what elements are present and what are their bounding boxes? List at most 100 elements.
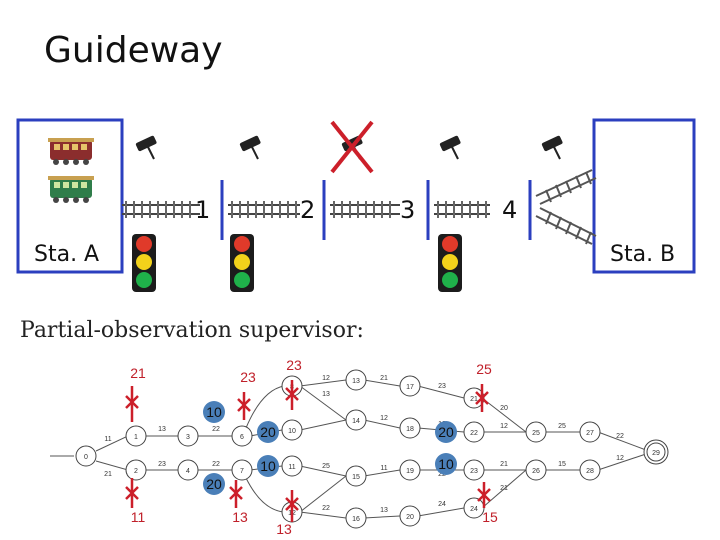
state-label: 2 bbox=[134, 468, 138, 475]
train-red-icon bbox=[48, 138, 94, 165]
camera-icon-1 bbox=[135, 135, 157, 160]
state-label: 24 bbox=[470, 506, 478, 513]
edge-label: 11 bbox=[380, 465, 387, 472]
state-label: 18 bbox=[406, 426, 414, 433]
traffic-light-icon-2 bbox=[230, 234, 254, 292]
camera-disabled-x-icon bbox=[330, 120, 374, 174]
edge-label: 11 bbox=[104, 436, 111, 443]
state-label: 26 bbox=[532, 468, 540, 475]
state-label: 21 bbox=[470, 396, 478, 403]
event-label-blue: 10 bbox=[206, 404, 222, 420]
state-22 bbox=[463, 421, 485, 443]
traffic-light-icon-1 bbox=[132, 234, 156, 292]
edge-label: 24 bbox=[438, 501, 446, 508]
edge-label: 21 bbox=[500, 485, 508, 492]
event-label-red: 11 bbox=[131, 509, 146, 525]
state-1 bbox=[125, 425, 147, 447]
segment-label-2: 2 bbox=[300, 196, 316, 224]
state-label: 0 bbox=[84, 454, 88, 461]
state-19 bbox=[399, 459, 421, 481]
segment-label-4: 4 bbox=[502, 196, 518, 224]
state-15 bbox=[345, 465, 367, 487]
state-label: 4 bbox=[186, 468, 190, 475]
state-label: 25 bbox=[532, 430, 540, 437]
page-title: Guideway bbox=[44, 30, 223, 71]
edge-label: 20 bbox=[500, 405, 508, 412]
edge-label: 22 bbox=[322, 505, 330, 512]
state-7 bbox=[231, 459, 253, 481]
edge-label: 15 bbox=[558, 461, 566, 468]
camera-icon-2 bbox=[239, 135, 261, 160]
edge-label: 13 bbox=[322, 391, 330, 398]
event-label-red: 23 bbox=[286, 357, 302, 373]
state-16 bbox=[345, 507, 367, 529]
state-13 bbox=[345, 369, 367, 391]
event-label-red: 13 bbox=[232, 509, 248, 525]
state-label: 10 bbox=[288, 428, 296, 435]
state-11 bbox=[281, 455, 303, 477]
track-ties bbox=[125, 201, 487, 218]
supervisor-title: Partial-observation supervisor: bbox=[20, 318, 364, 343]
state-label: 6 bbox=[240, 434, 244, 441]
track-branch-up bbox=[535, 169, 597, 205]
state-20 bbox=[399, 505, 421, 527]
segment-dividers bbox=[220, 180, 532, 240]
state-26 bbox=[525, 459, 547, 481]
event-label-red: 13 bbox=[276, 521, 292, 537]
state-label: 11 bbox=[288, 464, 295, 471]
event-label-blue: 20 bbox=[206, 476, 222, 492]
event-label-blue: 20 bbox=[438, 424, 454, 440]
edge-label: 22 bbox=[212, 426, 220, 433]
station-a-frame bbox=[16, 118, 124, 274]
station-b-label: Sta. B bbox=[610, 242, 676, 267]
edge-label: 12 bbox=[500, 423, 508, 430]
station-a-label: Sta. A bbox=[34, 242, 100, 267]
edge-label: 22 bbox=[438, 471, 446, 478]
edge-label: 13 bbox=[158, 426, 166, 433]
state-3 bbox=[177, 425, 199, 447]
state-25 bbox=[525, 421, 547, 443]
event-label-red: 25 bbox=[476, 361, 492, 377]
camera-icon-5 bbox=[541, 135, 563, 160]
event-label-red: 15 bbox=[482, 509, 498, 525]
edge-labels: 11 21 13 23 22 22 12 13 25 22 21 12 11 1… bbox=[104, 375, 624, 514]
edge-label: 25 bbox=[558, 423, 566, 430]
state-28 bbox=[579, 459, 601, 481]
state-18 bbox=[399, 417, 421, 439]
station-b-frame bbox=[592, 118, 696, 274]
state-23 bbox=[463, 459, 485, 481]
state-label: 29 bbox=[652, 450, 660, 457]
state-label: 16 bbox=[352, 516, 360, 523]
state-label: 3 bbox=[186, 434, 190, 441]
state-label: 1 bbox=[134, 434, 138, 441]
state-label: 23 bbox=[470, 468, 478, 475]
edge-label: 12 bbox=[322, 375, 330, 382]
state-label: 20 bbox=[406, 514, 414, 521]
blue-event-badges bbox=[203, 401, 457, 495]
state-label: 15 bbox=[352, 474, 360, 481]
state-21 bbox=[463, 387, 485, 409]
train-green-icon bbox=[48, 176, 94, 203]
edge-label: 25 bbox=[322, 463, 330, 470]
state-label: 22 bbox=[470, 430, 478, 437]
automaton-states bbox=[75, 369, 669, 529]
disable-markers bbox=[125, 380, 491, 522]
edge-label: 22 bbox=[616, 433, 624, 440]
edge-label: 22 bbox=[212, 461, 220, 468]
state-14 bbox=[345, 409, 367, 431]
edge-label: 12 bbox=[616, 455, 624, 462]
state-4 bbox=[177, 459, 199, 481]
edge-label: 21 bbox=[104, 471, 112, 478]
state-0 bbox=[75, 445, 97, 467]
event-label-red: 23 bbox=[240, 369, 256, 385]
blue-event-labels: 10 20 20 10 20 10 bbox=[206, 404, 454, 492]
event-label-blue: 20 bbox=[260, 424, 276, 440]
state-label: 13 bbox=[352, 378, 360, 385]
event-label-blue: 10 bbox=[438, 456, 454, 472]
edge-label: 23 bbox=[438, 383, 446, 390]
event-label-blue: 10 bbox=[260, 458, 276, 474]
state-labels: 0 1 2 3 4 6 7 8 10 11 12 13 14 15 16 17 … bbox=[84, 378, 660, 523]
state-6 bbox=[231, 425, 253, 447]
state-label: 27 bbox=[586, 430, 594, 437]
